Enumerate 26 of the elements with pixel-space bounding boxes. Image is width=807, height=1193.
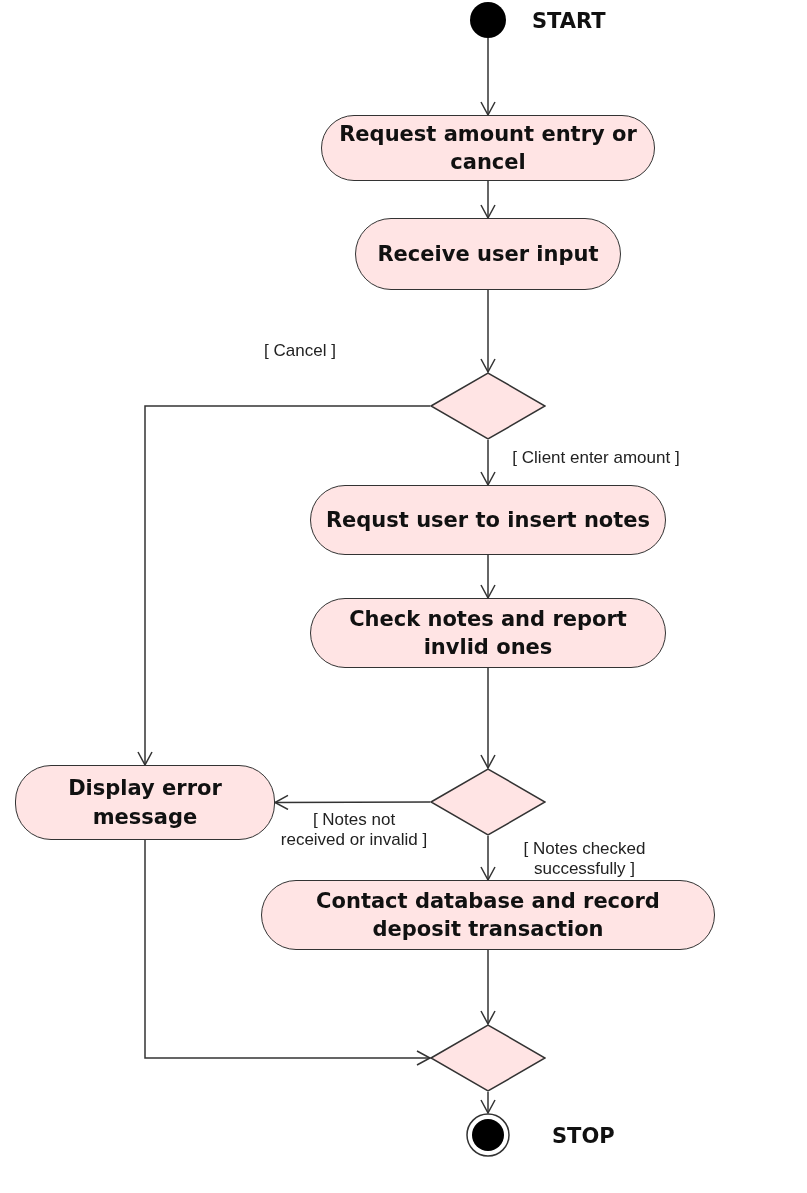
activity-box: Receive user input [355,218,621,290]
decision-diamond [430,768,546,836]
decision-diamond [430,1024,546,1092]
arrow [274,794,431,811]
start-node [470,2,506,38]
arrow [480,554,496,599]
arrow [480,439,496,486]
arrow [480,37,496,116]
activity-box: Requst user to insert notes [310,485,666,555]
activity-box: Contact database and record deposit transaction [261,880,715,950]
arrow [480,835,496,881]
arrow [137,405,431,766]
arrow [480,1091,496,1114]
activity-box: Check notes and report invlid ones [310,598,666,668]
arrow [144,839,431,1066]
activity-box: Request amount entry or cancel [321,115,655,181]
terminal-label: STOP [552,1123,615,1150]
guard-label: [ Notes not received or invalid ] [279,810,429,851]
arrow [480,289,496,373]
arrow [480,949,496,1025]
end-node [466,1113,510,1157]
decision-diamond [430,372,546,440]
terminal-label: START [532,8,606,35]
activity-box: Display error message [15,765,275,840]
arrow [480,180,496,219]
arrow [480,667,496,769]
